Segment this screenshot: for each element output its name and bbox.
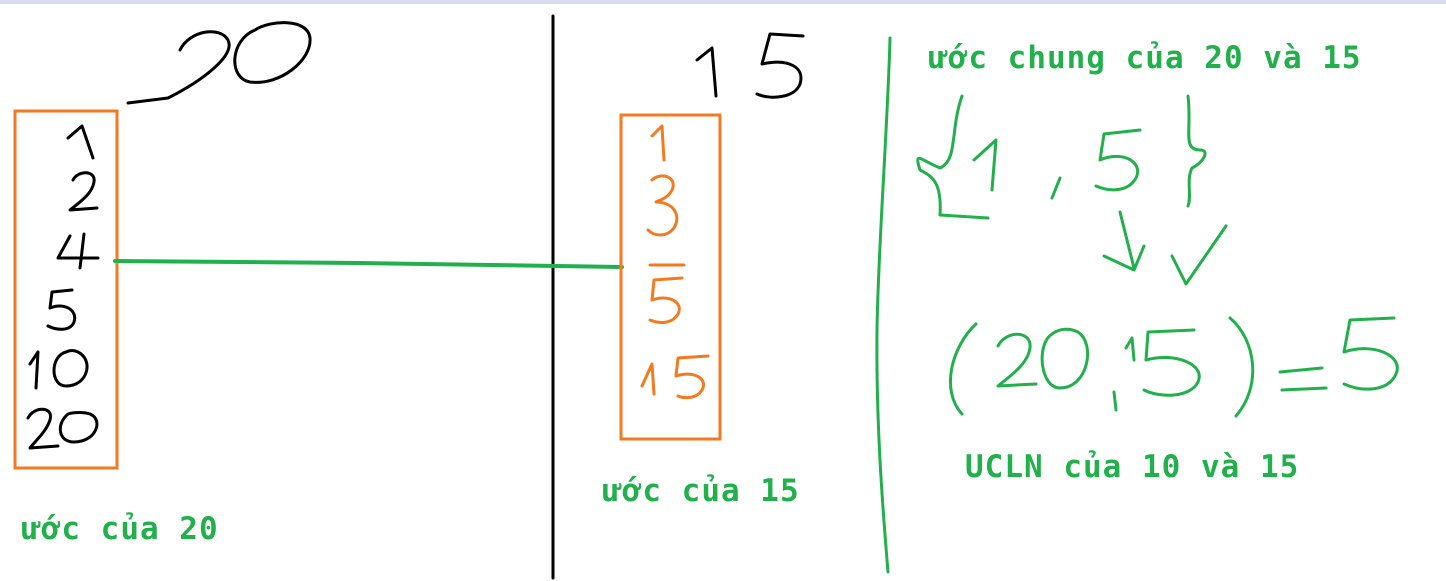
- divisors-15-box: [619, 113, 722, 441]
- common-divisors-label: ước chung của 20 và 15: [929, 40, 1362, 76]
- divisors-of-20-label: ước của 20: [22, 511, 219, 547]
- gcd-expression: [948, 316, 1399, 418]
- divisors-20-box: [13, 109, 119, 470]
- connector-line: [113, 259, 624, 269]
- gcd-caption-label: UCLN của 10 và 15: [965, 449, 1300, 485]
- handwritten-number-20: [126, 21, 312, 105]
- divisors-20-list: [26, 124, 100, 450]
- window-top-border: [0, 0, 1446, 4]
- divisors-15-list: [640, 124, 710, 400]
- right-divider-line: [875, 36, 892, 574]
- divisors-of-15-label: ước của 15: [603, 473, 800, 509]
- handwritten-number-15: [695, 32, 805, 99]
- common-divisors-set: [916, 94, 1228, 286]
